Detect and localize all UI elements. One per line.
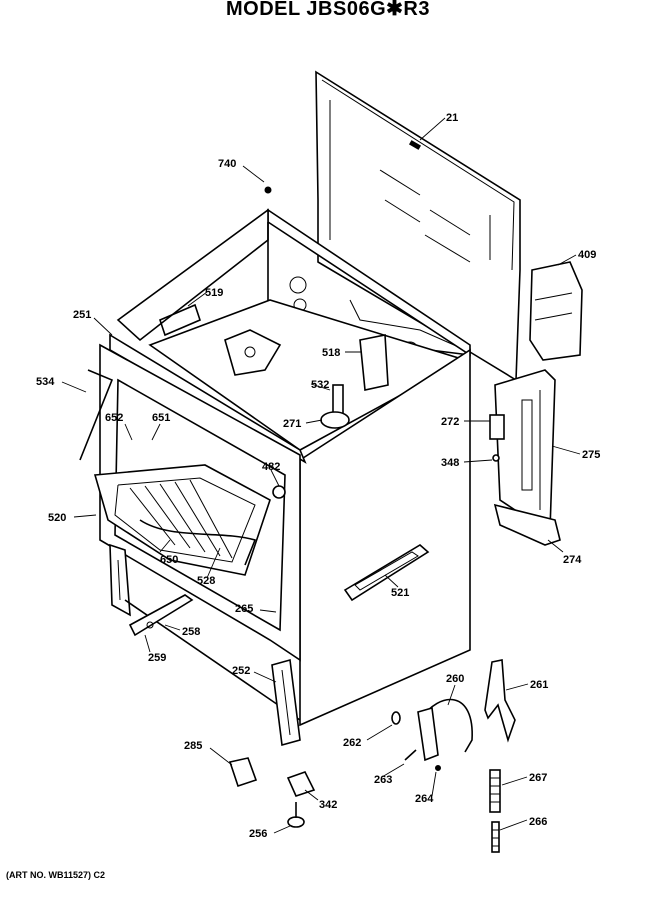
label-534: 534 [36, 376, 55, 388]
hinge-260 [417, 698, 473, 762]
sensor-532 [332, 384, 344, 416]
bracket-274 [493, 503, 561, 546]
label-266: 266 [529, 816, 547, 828]
switch-272 [489, 414, 505, 440]
leader-lines [61, 117, 581, 834]
clip-262 [391, 711, 401, 725]
label-519: 519 [205, 287, 223, 299]
label-409: 409 [578, 249, 596, 261]
label-650: 650 [160, 554, 178, 566]
label-260: 260 [446, 673, 464, 685]
label-21: 21 [446, 112, 458, 124]
label-265: 265 [235, 603, 253, 615]
label-652: 652 [105, 412, 123, 424]
label-348: 348 [441, 457, 459, 469]
door-gasket-534 [79, 369, 114, 461]
label-275: 275 [582, 449, 600, 461]
label-271: 271 [283, 418, 301, 430]
screw-740 [264, 186, 272, 194]
switch-285 [228, 757, 258, 788]
label-259: 259 [148, 652, 166, 664]
spring-266 [491, 821, 500, 853]
label-532: 532 [311, 379, 329, 391]
foot-256 [287, 802, 305, 828]
label-263: 263 [374, 774, 392, 786]
label-740: 740 [218, 158, 236, 170]
control-bracket-275 [494, 369, 556, 532]
label-651: 651 [152, 412, 170, 424]
label-285: 285 [184, 740, 202, 752]
rail-258 [128, 594, 194, 637]
oven-rack-520 [93, 464, 271, 576]
hinge-261 [484, 659, 516, 743]
label-258: 258 [182, 626, 200, 638]
label-251: 251 [73, 309, 91, 321]
part-labels: 21 740 409 519 251 518 534 532 271 652 6… [36, 112, 600, 840]
label-264: 264 [415, 793, 434, 805]
art-number: (ART NO. WB11527) C2 [6, 870, 106, 880]
module-409 [529, 261, 583, 361]
label-520: 520 [48, 512, 66, 524]
bracket-342 [286, 771, 316, 797]
grommet-348 [492, 454, 500, 462]
model-title: MODEL JBS06G✱R3 [226, 0, 430, 20]
label-518: 518 [322, 347, 340, 359]
screw-263 [404, 749, 417, 761]
label-252: 252 [232, 665, 250, 677]
spring-267 [489, 769, 501, 813]
plug-482 [272, 485, 286, 499]
thermostat-271 [320, 411, 350, 429]
label-261: 261 [530, 679, 548, 691]
bake-element-650 [139, 519, 257, 566]
label-342: 342 [319, 799, 337, 811]
screw-264 [435, 765, 441, 771]
label-272: 272 [441, 416, 459, 428]
label-256: 256 [249, 828, 267, 840]
label-521: 521 [391, 587, 409, 599]
label-482: 482 [262, 461, 280, 473]
label-262: 262 [343, 737, 361, 749]
label-274: 274 [563, 554, 582, 566]
label-528: 528 [197, 575, 215, 587]
back-panel-21 [315, 70, 521, 382]
label-267: 267 [529, 772, 547, 784]
hinge-channel-252 [271, 658, 301, 747]
